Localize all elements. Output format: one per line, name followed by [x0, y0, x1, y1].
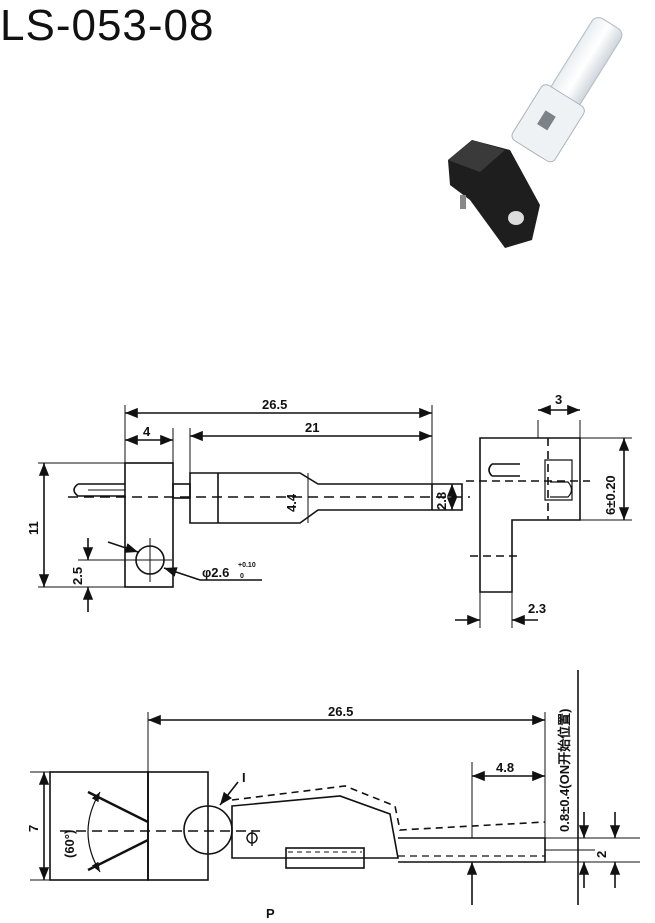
dim-hole-tol-lower: 0	[240, 573, 244, 580]
dim-bottom-height: 7	[26, 825, 41, 832]
dim-shaft-diameter: 4.4	[284, 493, 299, 512]
dim-tip-length: 4.8	[496, 760, 514, 775]
dim-total-height: 11	[26, 521, 41, 535]
dim-stroke: 2	[594, 851, 609, 858]
dim-body-length: 21	[305, 420, 319, 435]
bottom-view	[30, 670, 640, 905]
side-view	[455, 404, 632, 628]
dim-bottom-overall-length: 26.5	[328, 704, 353, 719]
label-i: I	[242, 770, 246, 785]
page-title: LS-053-08	[0, 1, 215, 50]
dim-leg-width: 2.3	[528, 601, 546, 616]
dim-angle: (60°)	[62, 830, 77, 858]
label-p: P	[266, 906, 275, 921]
dim-tip-diameter: 2.8	[434, 492, 449, 510]
dim-hole-diameter: φ2.6	[202, 565, 229, 580]
dim-overall-length: 26.5	[262, 397, 287, 412]
top-view	[38, 405, 470, 612]
dim-head-width: 4	[143, 424, 151, 439]
dim-side-width: 3	[555, 392, 562, 407]
dim-on-position: 0.8±0.4(ON开始位置)	[557, 709, 572, 832]
dim-hole-offset: 2.5	[70, 567, 85, 585]
dim-hole-tol-upper: +0.10	[238, 562, 256, 569]
dim-side-height: 6±0.20	[603, 475, 618, 515]
